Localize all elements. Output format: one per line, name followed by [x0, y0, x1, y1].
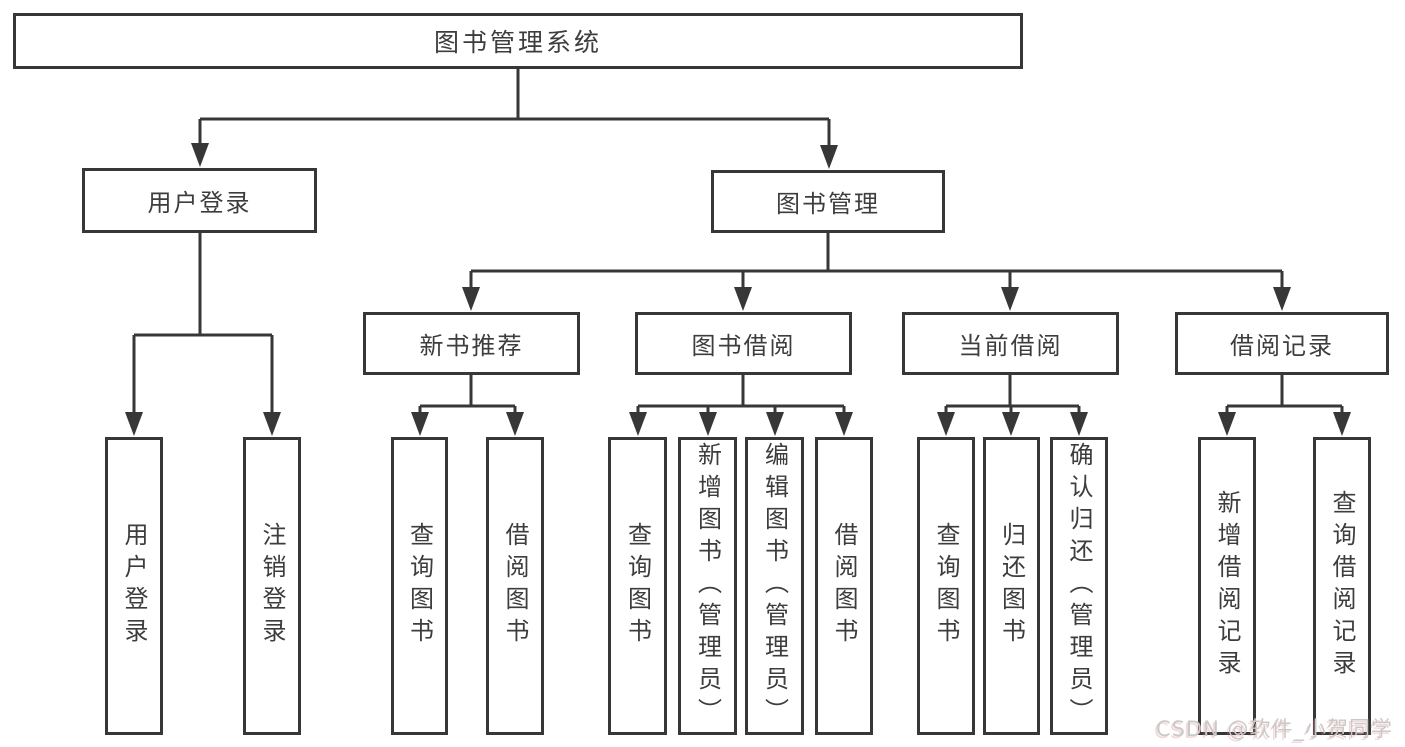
node-borrow-records: 借阅记录 — [1175, 312, 1389, 375]
csdn-watermark: CSDN @软件_小贺同学 — [1155, 717, 1393, 741]
leaf-query-books: 查询图书 — [917, 437, 975, 735]
node-user-login: 用户登录 — [82, 168, 317, 233]
node-new-book-recommend: 新书推荐 — [363, 312, 580, 375]
leaf-label: 新增图书（管理员） — [693, 442, 722, 730]
node-book-management: 图书管理 — [711, 170, 945, 233]
connector-book-borrow-leaves — [629, 375, 853, 436]
leaf-edit-book-admin: 编辑图书（管理员） — [745, 437, 804, 735]
node-current-borrow: 当前借阅 — [902, 312, 1119, 375]
leaf-label: 查询借阅记录 — [1328, 490, 1356, 682]
leaf-confirm-return-admin: 确认归还（管理员） — [1050, 437, 1108, 735]
leaf-query-borrow-record: 查询借阅记录 — [1313, 437, 1371, 735]
leaf-label: 归还图书 — [997, 522, 1026, 650]
arrowhead-icon — [1273, 287, 1291, 311]
arrowhead-icon — [506, 412, 524, 436]
arrowhead-icon — [937, 412, 955, 436]
leaf-query-books: 查询图书 — [608, 437, 667, 735]
connector-book-management-level3 — [462, 233, 1291, 311]
leaf-add-borrow-record: 新增借阅记录 — [1198, 437, 1256, 735]
leaf-logout: 注销登录 — [243, 437, 301, 735]
arrowhead-icon — [766, 412, 784, 436]
connector-new-book-recommend-leaves — [411, 375, 524, 436]
arrowhead-icon — [462, 287, 480, 311]
node-label: 当前借阅 — [958, 332, 1063, 360]
leaf-label: 借阅图书 — [830, 522, 858, 650]
leaf-label: 借阅图书 — [501, 522, 529, 650]
arrowhead-icon — [125, 412, 143, 436]
connector-borrow-records-leaves — [1218, 375, 1351, 436]
node-label: 新书推荐 — [419, 332, 524, 360]
leaf-return-books: 归还图书 — [983, 437, 1040, 735]
arrowhead-icon — [1002, 412, 1020, 436]
leaf-user-login: 用户登录 — [105, 437, 163, 735]
arrowhead-icon — [629, 412, 647, 436]
arrowhead-icon — [835, 412, 853, 436]
node-label: 图书借阅 — [691, 332, 796, 360]
arrowhead-icon — [263, 412, 281, 436]
leaf-borrow-books: 借阅图书 — [486, 437, 544, 735]
leaf-label: 用户登录 — [120, 522, 148, 650]
connector-root-to-level2 — [191, 69, 838, 169]
arrowhead-icon — [1070, 412, 1088, 436]
leaf-label: 查询图书 — [623, 522, 652, 650]
arrowhead-icon — [191, 143, 209, 167]
leaf-borrow-books: 借阅图书 — [815, 437, 873, 735]
arrowhead-icon — [1218, 412, 1236, 436]
arrowhead-icon — [1333, 412, 1351, 436]
node-label: 图书管理 — [776, 190, 880, 218]
node-system-root: 图书管理系统 — [13, 13, 1023, 69]
node-label: 用户登录 — [147, 189, 252, 217]
leaf-add-book-admin: 新增图书（管理员） — [678, 437, 737, 735]
leaf-query-books: 查询图书 — [391, 437, 448, 735]
leaf-label: 注销登录 — [258, 522, 286, 650]
arrowhead-icon — [820, 145, 838, 169]
leaf-label: 新增借阅记录 — [1213, 490, 1241, 682]
leaf-label: 查询图书 — [405, 522, 434, 650]
leaf-label: 查询图书 — [932, 522, 960, 650]
arrowhead-icon — [1001, 287, 1019, 311]
leaf-label: 编辑图书（管理员） — [760, 442, 789, 730]
node-book-borrow: 图书借阅 — [635, 312, 852, 375]
connector-current-borrow-leaves — [937, 375, 1088, 436]
connector-user-login-leaves — [125, 233, 281, 436]
arrowhead-icon — [411, 412, 429, 436]
node-label: 借阅记录 — [1230, 332, 1334, 360]
node-label: 图书管理系统 — [433, 28, 602, 57]
arrowhead-icon — [699, 412, 717, 436]
arrowhead-icon — [734, 287, 752, 311]
leaf-label: 确认归还（管理员） — [1065, 442, 1093, 730]
